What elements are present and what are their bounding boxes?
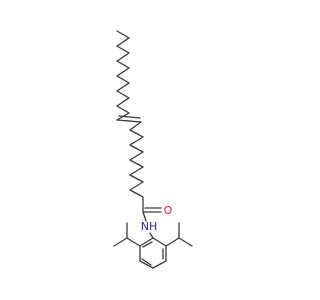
chain-bond	[116, 60, 130, 69]
ring-inner-bond	[142, 241, 153, 248]
alkyl-chain	[116, 30, 144, 213]
n-aryl-bond	[149, 232, 154, 239]
chain-bond	[116, 67, 130, 77]
chain-bond	[116, 75, 130, 84]
chain-bond	[116, 30, 130, 39]
alkene-double-bond-inner	[118, 115, 141, 119]
ring-bond	[139, 237, 154, 247]
chain-bond	[116, 90, 130, 99]
chain-bond	[116, 52, 130, 62]
chemical-structure: O NH	[113, 30, 193, 269]
chain-bond	[116, 45, 130, 54]
chain-bond	[116, 37, 130, 47]
chain-bond	[116, 97, 130, 107]
chain-bond	[129, 181, 144, 191]
amide-cn-bond	[142, 211, 147, 222]
amide-group: O NH	[141, 204, 173, 239]
isopropyl-bond	[178, 237, 193, 247]
ring-bond	[152, 260, 167, 269]
chain-bond	[129, 189, 144, 198]
ring-bond	[152, 237, 167, 247]
isopropyl-bond	[165, 237, 180, 247]
oxygen-label: O	[164, 204, 173, 217]
chain-bond	[129, 166, 144, 176]
chain-bond	[129, 129, 144, 138]
chain-bond	[129, 144, 144, 153]
isopropyl-left	[113, 222, 141, 247]
chain-bond	[129, 151, 144, 161]
ring-inner-bond	[141, 258, 152, 266]
chain-bond	[116, 82, 130, 92]
chain-bond	[129, 136, 144, 146]
ring-bond	[139, 260, 154, 269]
nitrogen-label: NH	[141, 220, 158, 233]
isopropyl-right	[165, 222, 193, 247]
alkene-double-bond	[116, 119, 142, 123]
benzene-ring	[139, 237, 167, 269]
chain-bond	[129, 121, 142, 131]
chain-bond	[116, 105, 130, 114]
chain-bond	[129, 174, 144, 183]
isopropyl-bond	[113, 237, 128, 247]
chain-bond	[129, 159, 144, 168]
isopropyl-bond	[126, 237, 141, 247]
